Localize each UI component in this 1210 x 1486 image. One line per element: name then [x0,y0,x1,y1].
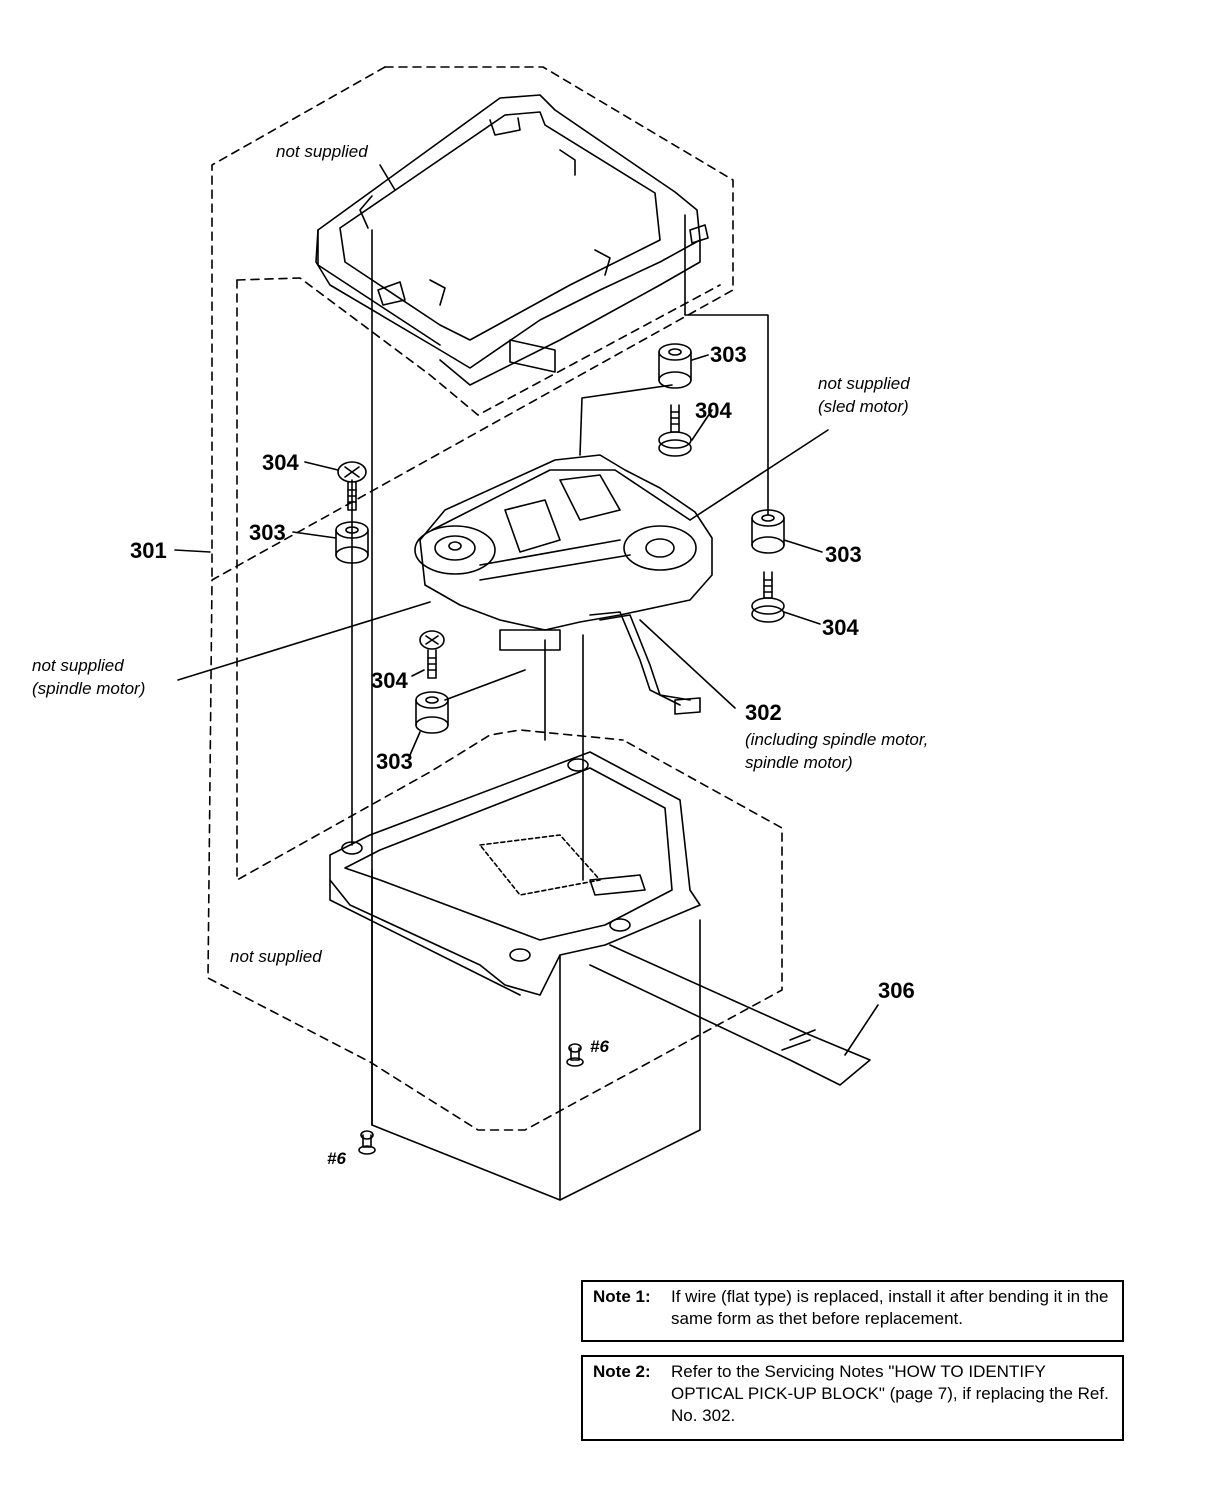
callout-301: 301 [130,538,167,563]
top-frame [315,94,709,386]
leader-303-top [691,354,709,361]
screw-6-middle [566,1043,584,1067]
screw-6-bottom [358,1130,376,1155]
leader-304-top [691,409,713,441]
callout-306: 306 [878,978,915,1003]
note-2-box: Note 2: Refer to the Servicing Notes "HOW… [581,1355,1124,1441]
leader-304-bottom [411,669,425,677]
bottom-chassis [329,751,701,996]
guide-line-right [684,214,769,516]
guide-line-mid [544,634,584,881]
leader-spindle-motor [177,601,431,681]
callout-screw-6-middle: #6 [590,1037,609,1056]
callout-304-right: 304 [822,615,859,640]
screw-304-bottom [419,630,445,679]
leader-303-bottom [409,731,421,756]
label-sled-motor: (sled motor) [818,397,909,416]
spacer-303-top [658,343,692,389]
projection-box [371,869,701,1201]
note-2-text: Refer to the Servicing Notes "HOW TO IDE… [671,1362,1109,1425]
leader-not-supplied-top [379,164,396,191]
pickup-mechanism [414,454,713,715]
spacer-303-right [751,509,785,554]
guide-line-303-mid [444,669,526,701]
inner-boundary-dashed-top [236,277,721,416]
leader-304-left [304,461,339,471]
note-1-text: If wire (flat type) is replaced, install… [671,1287,1109,1328]
label-302-desc-2: spindle motor) [745,753,853,772]
screw-304-right [751,571,785,623]
callout-303-left: 303 [249,520,286,545]
outer-boundary-dashed-left [211,66,386,581]
label-spindle-motor: (spindle motor) [32,679,145,698]
screw-304-top [658,404,692,457]
spacer-303-left [335,521,369,564]
label-302-desc-1: (including spindle motor, [745,730,928,749]
outer-boundary-dashed [207,66,783,1131]
callout-304-left: 304 [262,450,299,475]
leader-304-right [783,611,821,625]
label-not-supplied-bottom: not supplied [230,947,322,966]
callout-303-right: 303 [825,542,862,567]
note-1-label: Note 1: [593,1287,651,1306]
note-2-label: Note 2: [593,1362,651,1381]
label-not-supplied-sled: not supplied [818,374,910,393]
leader-303-left [292,531,337,539]
callout-screw-6-bottom: #6 [327,1149,346,1168]
leader-306 [844,1004,879,1056]
label-not-supplied-spindle: not supplied [32,656,124,675]
leader-301 [174,549,211,553]
note-1-box: Note 1: If wire (flat type) is replaced, … [581,1280,1124,1342]
leader-303-right [783,539,823,553]
callout-303-bottom: 303 [376,749,413,774]
leader-302 [639,619,736,709]
callout-302: 302 [745,700,782,725]
leader-sled-motor [689,429,829,521]
label-not-supplied-top: not supplied [276,142,368,161]
callout-304-bottom: 304 [371,668,408,693]
inner-boundary-dashed [236,279,624,881]
screw-304-left [337,461,367,511]
callout-304-top: 304 [695,398,732,423]
flat-cable [589,944,871,1086]
guide-line-303-top [579,384,673,456]
callout-303-top: 303 [710,342,747,367]
spacer-303-bottom [415,691,449,734]
